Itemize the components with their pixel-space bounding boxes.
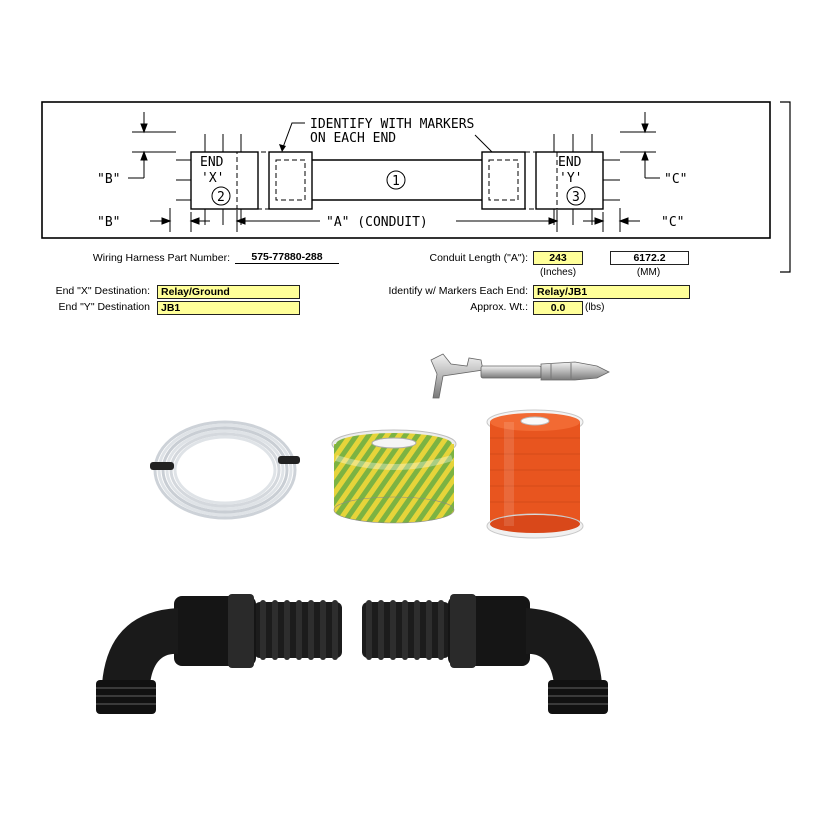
- dim-b-label-bottom: "B": [97, 215, 120, 230]
- note-leader-left-arrow: [279, 144, 286, 152]
- markers-field[interactable]: Relay/JB1: [533, 285, 690, 299]
- markers-label: Identify w/ Markers Each End:: [388, 285, 528, 297]
- end-y-destination-field[interactable]: JB1: [157, 301, 300, 315]
- end-y-letter: 'Y': [559, 171, 582, 186]
- weight-field[interactable]: 0.0: [533, 301, 583, 315]
- conduit-length-mm-field[interactable]: 6172.2: [610, 251, 689, 265]
- conduit-length-inches-field[interactable]: 243: [533, 251, 583, 265]
- end-y-number: 3: [572, 190, 580, 205]
- end-y-word: END: [558, 155, 582, 170]
- marker-label-left: [275, 159, 306, 201]
- end-y-back-shell: [524, 151, 558, 210]
- photo-white-wire-coil: [150, 420, 300, 520]
- photo-conduit-elbow-left: [96, 594, 342, 714]
- end-x-number-circle: [211, 186, 231, 206]
- part-number-label: Wiring Harness Part Number:: [92, 252, 230, 264]
- weight-unit-label: (lbs): [585, 302, 605, 313]
- photo-orange-wire-spool: [486, 409, 584, 539]
- photo-conduit-elbow-right: [362, 594, 608, 714]
- photo-terminal-pin: [430, 353, 610, 399]
- note-leader-right: [474, 134, 493, 153]
- dim-b-vertical: [128, 112, 176, 179]
- dim-b-horizontal: [150, 208, 210, 232]
- dim-b-label-top: "B": [97, 172, 120, 187]
- dim-c-vertical: [620, 112, 660, 179]
- inches-unit-label: (Inches): [539, 267, 577, 278]
- end-x-number: 2: [217, 190, 225, 205]
- dim-a: [235, 210, 559, 232]
- dim-c-horizontal: [583, 208, 640, 232]
- end-x-word: END: [200, 155, 224, 170]
- photo-green-yellow-spool: [331, 429, 457, 524]
- end-y-number-circle: [566, 186, 586, 206]
- end-x-destination-label: End "X" Destination:: [55, 285, 150, 297]
- end-x-back-shell: [236, 151, 270, 210]
- note-leader-left: [281, 122, 305, 151]
- conduit-number-circle: [386, 170, 406, 190]
- part-number-value[interactable]: 575-77880-288: [235, 251, 339, 264]
- weight-label: Approx. Wt.:: [470, 301, 528, 313]
- conduit-length-label: Conduit Length ("A"):: [429, 252, 528, 264]
- marker-label-right: [488, 159, 519, 201]
- mm-unit-label: (MM): [636, 267, 661, 278]
- dim-c-label-top: "C": [664, 172, 687, 187]
- diagram-frame: [41, 101, 771, 239]
- conduit-number: 1: [392, 174, 400, 189]
- marker-note-line1: IDENTIFY WITH MARKERS: [310, 117, 474, 132]
- dim-c-label-bottom: "C": [661, 215, 684, 230]
- marker-note-line2: ON EACH END: [310, 131, 396, 146]
- side-bracket: [780, 101, 791, 273]
- end-x-destination-field[interactable]: Relay/Ground: [157, 285, 300, 299]
- marker-sleeve-right: [481, 151, 526, 210]
- end-x-letter: 'X': [201, 171, 224, 186]
- dim-a-label: "A" (CONDUIT): [326, 215, 428, 230]
- end-y-destination-label: End "Y" Destination: [58, 301, 150, 313]
